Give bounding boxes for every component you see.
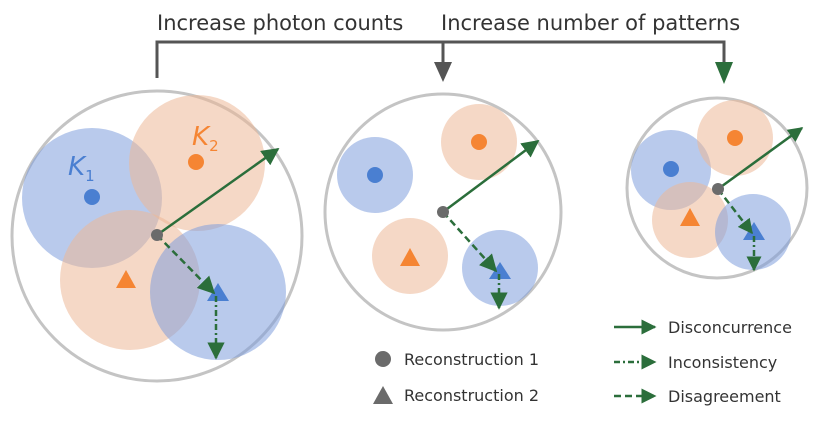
- cluster-small: [625, 96, 809, 280]
- center-dot-large: [151, 229, 163, 241]
- legend-reconstructions: Reconstruction 1 Reconstruction 2: [373, 350, 539, 405]
- arrow-disagreement-medium: [442, 211, 498, 273]
- marker-recon2-blue-large: [207, 283, 229, 301]
- arrow-disconcurrence-small: [717, 126, 804, 191]
- legend-disagreement-label: Disagreement: [668, 387, 781, 406]
- label-increase-photon-counts: Increase photon counts: [157, 11, 403, 35]
- arrow-disagreement-large: [156, 234, 216, 295]
- marker-recon1-blue-medium: [367, 167, 383, 183]
- marker-recon1-orange-large: [188, 154, 204, 170]
- marker-recon1-orange-small: [727, 130, 743, 146]
- top-bracket: [150, 6, 750, 84]
- marker-recon2-orange-medium: [400, 248, 420, 266]
- marker-recon1-blue-small: [663, 161, 679, 177]
- marker-recon2-blue-small: [743, 222, 765, 240]
- legend-inconsistency-label: Inconsistency: [668, 353, 777, 372]
- legend-recon1-icon: [375, 351, 391, 367]
- arrow-head-photon: [434, 62, 452, 82]
- marker-recon2-orange-small: [680, 208, 700, 226]
- label-increase-number-of-patterns: Increase number of patterns: [441, 11, 740, 35]
- label-k1: K1: [68, 152, 95, 185]
- legend-recon1-label: Reconstruction 1: [404, 350, 539, 369]
- cluster-medium: [323, 92, 563, 332]
- label-k2: K2: [192, 122, 219, 155]
- marker-recon2-blue-medium: [489, 262, 511, 279]
- arrow-head-patterns: [715, 62, 733, 84]
- arrow-disagreement-small: [717, 188, 753, 235]
- cluster-large: [10, 89, 304, 383]
- marker-recon2-orange-large: [116, 270, 136, 288]
- legend-disconcurrence-label: Disconcurrence: [668, 318, 792, 337]
- legend-arrows: Disconcurrence Inconsistency Disagreemen…: [614, 318, 792, 406]
- marker-recon1-blue-large: [84, 189, 100, 205]
- marker-recon1-orange-medium: [471, 134, 487, 150]
- arrow-disconcurrence-large: [156, 147, 280, 237]
- center-dot-small: [712, 183, 724, 195]
- legend-recon2-label: Reconstruction 2: [404, 386, 539, 405]
- center-dot-medium: [437, 206, 449, 218]
- legend-recon2-icon: [373, 386, 393, 404]
- arrow-disconcurrence-medium: [442, 139, 540, 214]
